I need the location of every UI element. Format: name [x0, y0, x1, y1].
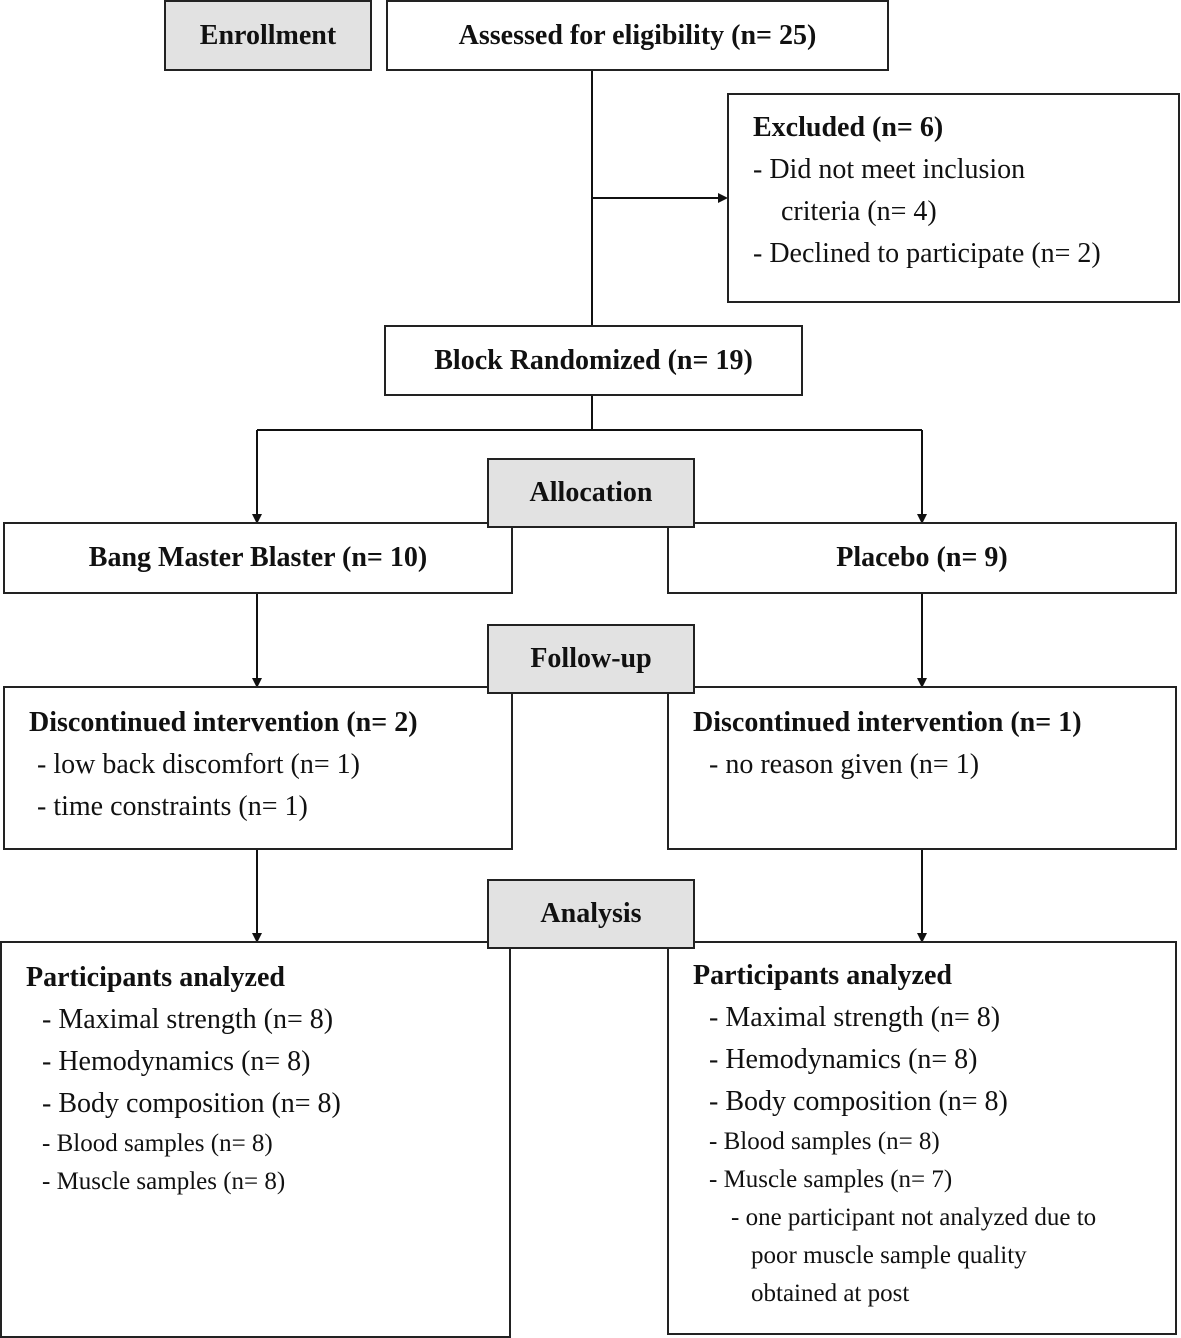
right-analyzed-line: - Hemodynamics (n= 8)	[709, 1044, 978, 1075]
left-analyzed-line: - Maximal strength (n= 8)	[42, 1004, 334, 1035]
left-arm-box: Bang Master Blaster (n= 10)	[3, 522, 513, 594]
left-discontinued-line: - time constraints (n= 1)	[37, 791, 308, 822]
stage-allocation-label: Allocation	[529, 477, 653, 508]
right-analyzed-note-line: obtained at post	[751, 1280, 910, 1307]
excluded-line: - Declined to participate (n= 2)	[753, 238, 1101, 269]
left-analyzed-line: - Body composition (n= 8)	[42, 1088, 341, 1119]
randomized-label: Block Randomized (n= 19)	[434, 344, 753, 376]
right-analyzed-line: - Body composition (n= 8)	[709, 1086, 1008, 1117]
stage-analysis-label: Analysis	[540, 898, 642, 929]
right-discontinued-title: Discontinued intervention (n= 1)	[693, 707, 1082, 738]
left-discontinued-box: Discontinued intervention (n= 2) - low b…	[3, 686, 513, 850]
excluded-line: criteria (n= 4)	[781, 196, 937, 227]
excluded-title: Excluded (n= 6)	[753, 112, 944, 143]
stage-enrollment-label: Enrollment	[199, 19, 337, 51]
right-analyzed-note-line: poor muscle sample quality	[751, 1242, 1027, 1269]
right-analyzed-line: - Maximal strength (n= 8)	[709, 1002, 1001, 1033]
right-arm-label: Placebo (n= 9)	[836, 542, 1008, 573]
stage-allocation: Allocation	[487, 458, 695, 528]
excluded-box: Excluded (n= 6) - Did not meet inclusion…	[727, 93, 1180, 303]
left-analyzed-line: - Blood samples (n= 8)	[42, 1130, 273, 1157]
excluded-line: - Did not meet inclusion	[753, 154, 1026, 185]
assessed-box: Assessed for eligibility (n= 25)	[386, 0, 889, 71]
left-discontinued-title: Discontinued intervention (n= 2)	[29, 707, 418, 738]
right-analyzed-box: Participants analyzed - Maximal strength…	[667, 941, 1177, 1335]
right-arm-box: Placebo (n= 9)	[667, 522, 1177, 594]
left-discontinued-line: - low back discomfort (n= 1)	[37, 749, 360, 780]
right-analyzed-line: - Blood samples (n= 8)	[709, 1128, 940, 1155]
randomized-box: Block Randomized (n= 19)	[384, 325, 803, 396]
assessed-label: Assessed for eligibility (n= 25)	[458, 19, 817, 51]
stage-enrollment: Enrollment	[164, 0, 372, 71]
left-analyzed-line: - Muscle samples (n= 8)	[42, 1168, 286, 1195]
right-discontinued-box: Discontinued intervention (n= 1) - no re…	[667, 686, 1177, 850]
right-discontinued-line: - no reason given (n= 1)	[709, 749, 980, 780]
right-analyzed-note-line: - one participant not analyzed due to	[731, 1204, 1097, 1231]
stage-analysis: Analysis	[487, 879, 695, 949]
right-analyzed-title: Participants analyzed	[693, 960, 952, 991]
left-analyzed-box: Participants analyzed - Maximal strength…	[0, 941, 511, 1338]
right-analyzed-line: - Muscle samples (n= 7)	[709, 1166, 953, 1193]
left-analyzed-title: Participants analyzed	[26, 962, 285, 993]
stage-followup-label: Follow-up	[530, 643, 652, 674]
stage-followup: Follow-up	[487, 624, 695, 694]
left-analyzed-line: - Hemodynamics (n= 8)	[42, 1046, 311, 1077]
left-arm-label: Bang Master Blaster (n= 10)	[88, 542, 428, 573]
